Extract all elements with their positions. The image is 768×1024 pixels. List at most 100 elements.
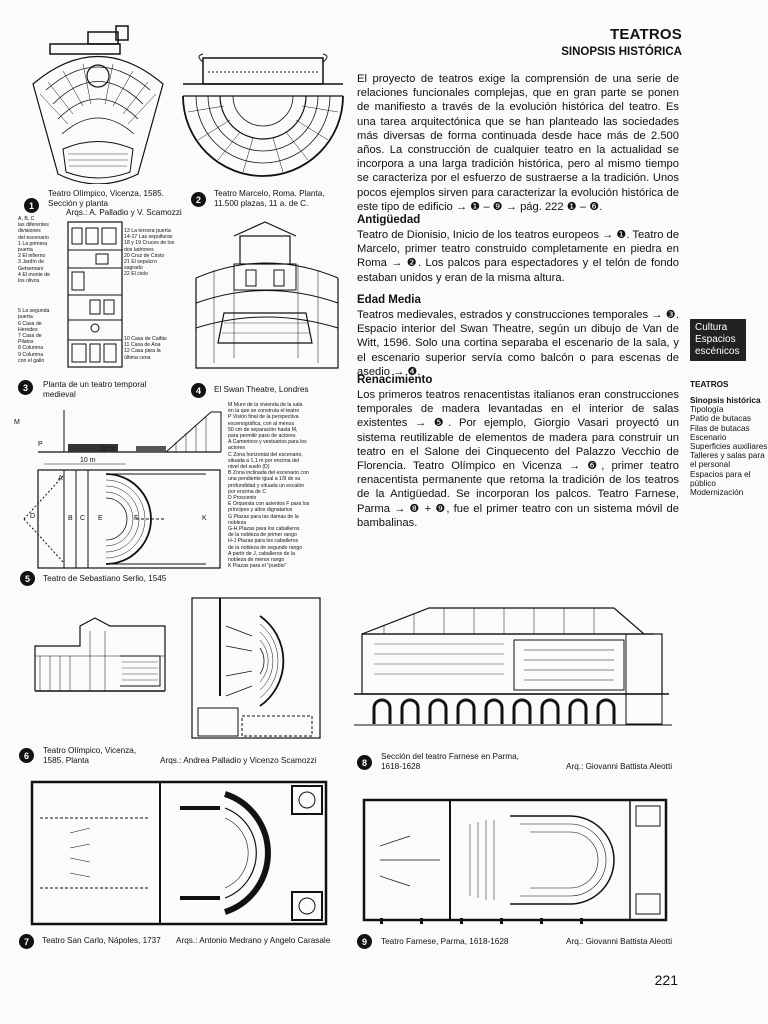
- legend-5-line: escenográfica, con al menos: [228, 420, 295, 427]
- legend-5-line: G-H Plazas para los caballeros: [228, 526, 300, 533]
- antiguedad-lead: Teatro de Dionisio,: [357, 229, 450, 241]
- tab-line-1: Cultura: [695, 322, 728, 333]
- fig5-label-a: A: [58, 475, 63, 482]
- sidebar-section-title: TEATROS: [690, 380, 729, 389]
- legend-3-line: sagrado: [124, 265, 143, 272]
- legend-3-line: 22 El cielo: [124, 271, 148, 278]
- sidebar-chapter-tab[interactable]: Cultura Espacios escénicos: [690, 319, 746, 361]
- figure-9-number: 9: [357, 934, 372, 949]
- legend-5-line: príncipes y altos dignatarios: [228, 507, 293, 514]
- sidebar-item-modernizacion[interactable]: Modernización: [690, 488, 744, 498]
- legend-3-line: 13 La tercera puerta: [124, 228, 171, 234]
- legend-5-line: A Camerinos y vestuarios para los: [228, 439, 307, 446]
- fig5-label-b: B: [68, 515, 73, 522]
- figure-6-credit: Arqs.: Andrea Palladio y Vicenzo Scamozz…: [160, 756, 317, 765]
- legend-3-line: última cena: [124, 354, 151, 361]
- figure-7-caption: Teatro San Carlo, Nápoles, 1737: [42, 936, 161, 945]
- legend-3-line: 18 y 19 Cruces de los: [124, 240, 175, 247]
- figure-5-legend: M Muro de la vivienda de la sala en la q…: [228, 402, 338, 569]
- sidebar-item-talleres[interactable]: Talleres y salas para el personal: [690, 451, 765, 470]
- legend-3-line: 8 Columna: [18, 345, 44, 352]
- figure-6-number: 6: [19, 748, 34, 763]
- legend-3-line: del escenario: [18, 234, 49, 241]
- legend-3-line: 4 El monte de: [18, 271, 51, 278]
- legend-3-line: Herodes: [18, 326, 38, 333]
- figure-8-caption: Sección del teatro Farnese en Parma, 161…: [381, 752, 519, 771]
- figure-9-caption: Teatro Farnese, Parma, 1618-1628: [381, 937, 509, 946]
- figure-1-drawing: [32, 25, 164, 184]
- sidebar-item-sinopsis[interactable]: Sinopsis histórica: [690, 396, 761, 405]
- legend-3-line: Pilatos: [18, 339, 34, 346]
- figure-5-caption: Teatro de Sebastiano Serlio, 1545: [43, 574, 167, 583]
- legend-3-line: 3 Jardín de: [18, 259, 44, 266]
- legend-3-line: A, B, C: [18, 216, 35, 222]
- tab-line-3: escénicos: [695, 346, 740, 357]
- figure-3-legend-right-2: 10 Casa de Caifás 11 Casa de Ana 12 Casa…: [124, 336, 190, 361]
- sidebar-item-escenario[interactable]: Escenario: [690, 432, 727, 442]
- figure-1-credit: Arqs.: A. Palladio y V. Scamozzi: [66, 208, 182, 217]
- figure-2-caption: Teatro Marcelo, Roma. Planta, 11.500 pla…: [214, 189, 325, 208]
- legend-5-line: de la nobleza de segundo rango: [228, 544, 303, 551]
- figure-3-drawing: [67, 221, 123, 368]
- figure-6-caption: Teatro Olímpico, Vicenza, 1585. Planta: [43, 746, 137, 765]
- fig5-label-e: E: [98, 515, 103, 522]
- legend-5-line: de la nobleza de primer rango: [228, 532, 297, 539]
- legend-5-line: 50 cm de separación hasta M,: [228, 426, 298, 433]
- intro-paragraph: El proyecto de teatros exige la comprens…: [357, 73, 679, 213]
- page-title: TEATROS: [610, 26, 682, 43]
- legend-3-line: 21 El sepulcro: [124, 259, 157, 266]
- figure-5-drawing: [23, 410, 222, 569]
- section-text-antiguedad: Teatro de Dionisio, Inicio de los teatro…: [357, 228, 679, 285]
- legend-5-line: en la que se construía el teatro: [228, 408, 300, 415]
- antiguedad-body: Inicio de los teatros europeos → ❶. Teat…: [357, 229, 680, 284]
- figure-2-number: 2: [191, 192, 206, 207]
- sidebar-item-tipologia[interactable]: Tipología: [690, 405, 724, 415]
- figure-4-number: 4: [191, 383, 206, 398]
- legend-5-line: nobleza de menor rango: [228, 557, 285, 564]
- legend-5-line: profundidad y situada un escalón: [228, 482, 305, 489]
- legend-3-line: divisiones: [18, 228, 41, 235]
- legend-3-line: puerta: [18, 314, 33, 321]
- figure-5-number: 5: [20, 571, 35, 586]
- figure-3-caption: Planta de un teatro temporal medieval: [43, 380, 147, 399]
- figure-8-credit: Arq.: Giovanni Battista Aleotti: [566, 762, 673, 771]
- figure-7-credit: Arqs.: Antonio Medrano y Angelo Carasale: [176, 936, 331, 945]
- fig5-label-f: F: [134, 515, 139, 522]
- figure-3-number: 3: [18, 380, 33, 395]
- legend-5-line: situada a 1,1 m por encima del: [228, 457, 299, 464]
- fig5-label-d: D: [30, 513, 36, 520]
- figure-1-caption: Teatro Olímpico, Vicenza, 1585. Sección …: [48, 189, 164, 208]
- legend-3-line: Getsemaní: [18, 265, 44, 272]
- figure-9-drawing: [362, 798, 668, 924]
- section-text-renacimiento: Los primeros teatros renacentistas itali…: [357, 389, 679, 529]
- fig5-label-dim2: 10 m: [80, 457, 96, 464]
- section-heading-antiguedad: Antigüedad: [357, 214, 421, 226]
- figure-3-legend-right: 13 La tercera puerta 14-17 Las sepultura…: [124, 228, 190, 278]
- fig5-label-m: M: [14, 419, 20, 426]
- legend-5-line: para permitir paso de actores: [228, 433, 296, 440]
- legend-3-line: 14-17 Las sepulturas: [124, 234, 173, 241]
- page-number: 221: [654, 972, 678, 988]
- fig5-label-c: C: [80, 515, 86, 522]
- fig5-label-k: K: [202, 515, 207, 522]
- legend-3-line: 11 Casa de Ana: [124, 342, 161, 349]
- section-heading-renacimiento: Renacimiento: [357, 374, 433, 386]
- legend-3-line: con el gallo: [18, 357, 45, 364]
- legend-5-line: C Zona horizontal del escenario,: [228, 451, 303, 458]
- legend-3-line: 5 La segunda: [18, 308, 50, 315]
- legend-3-line: 9 Columna: [18, 351, 44, 358]
- legend-5-line: D Proscenio: [228, 495, 257, 502]
- legend-5-line: P Visión final de la perspectiva: [228, 414, 299, 421]
- figure-2-drawing: [182, 53, 344, 177]
- legend-5-line: una pendiente igual a 1/9 de su: [228, 476, 301, 483]
- legend-5-line: actores: [228, 445, 246, 452]
- sidebar-item-filas[interactable]: Filas de butacas: [690, 423, 750, 433]
- sidebar-item-espacios[interactable]: Espacios para el público: [690, 469, 751, 488]
- legend-3-line: 12 Casa para la: [124, 348, 161, 355]
- legend-5-line: nobleza: [228, 519, 247, 526]
- tab-line-2: Espacios: [695, 334, 736, 345]
- sidebar-item-superficies[interactable]: Superficies auxiliares: [690, 442, 768, 452]
- figure-4-caption: El Swan Theatre, Londres: [214, 385, 309, 394]
- sidebar-item-patio[interactable]: Patio de butacas: [690, 414, 751, 424]
- legend-3-line: 2 El infierno: [18, 253, 46, 260]
